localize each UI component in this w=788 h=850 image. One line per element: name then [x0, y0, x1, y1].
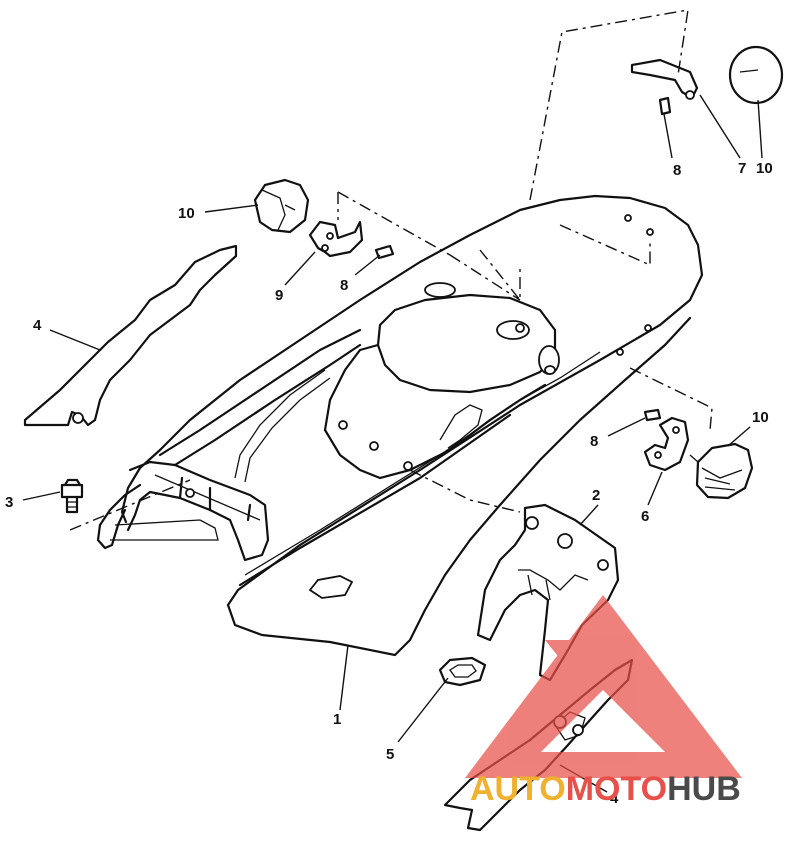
watermark-logo [465, 595, 742, 778]
callout-4-left: 4 [33, 317, 42, 334]
callout-3: 3 [5, 494, 13, 511]
callout-6: 6 [641, 508, 649, 525]
callout-5: 5 [386, 746, 394, 763]
watermark-chevron-icon [545, 640, 610, 700]
callout-8-right: 8 [590, 433, 598, 450]
callout-10-right: 10 [752, 409, 769, 426]
reflector-part-10 [689, 442, 754, 500]
assembly-lines [69, 9, 713, 531]
bracket-part-9 [308, 220, 364, 258]
watermark-triangle-icon [465, 595, 742, 778]
callout-8-mid: 8 [340, 277, 348, 294]
bracket-part-6 [643, 416, 690, 472]
watermark-text-moto: MOTO [566, 770, 667, 808]
callout-2: 2 [592, 487, 600, 504]
callout-1: 1 [333, 711, 341, 728]
bolt-part-3 [60, 478, 84, 514]
watermark-text-auto: AUTO [470, 770, 566, 808]
reflector-part-10 [728, 45, 784, 105]
svg-text:AUTOMOTOHUB: AUTOMOTOHUB [470, 770, 741, 808]
callout-10-left: 10 [178, 205, 195, 222]
watermark-text-hub: HUB [667, 770, 741, 808]
bolt-part-8 [374, 96, 672, 422]
callout-leaders [22, 94, 763, 793]
watermark-text: AUTOMOTOHUB [470, 770, 741, 808]
reflector-part-10 [253, 178, 310, 234]
callout-labels: 1 2 3 4 4 5 6 7 8 8 8 9 10 10 10 [5, 160, 773, 807]
bracket-part-7 [630, 58, 699, 100]
callout-8-top: 8 [673, 162, 681, 179]
grommet-part-5 [438, 656, 487, 687]
rear-cowl-part [96, 194, 704, 657]
callout-10-top: 10 [756, 160, 773, 177]
callout-7: 7 [738, 160, 746, 177]
bracket-part-2 [476, 503, 620, 682]
callout-9: 9 [275, 287, 283, 304]
callout-4-bottom: 4 [610, 790, 619, 807]
side-panel-left-part-4 [23, 244, 238, 427]
